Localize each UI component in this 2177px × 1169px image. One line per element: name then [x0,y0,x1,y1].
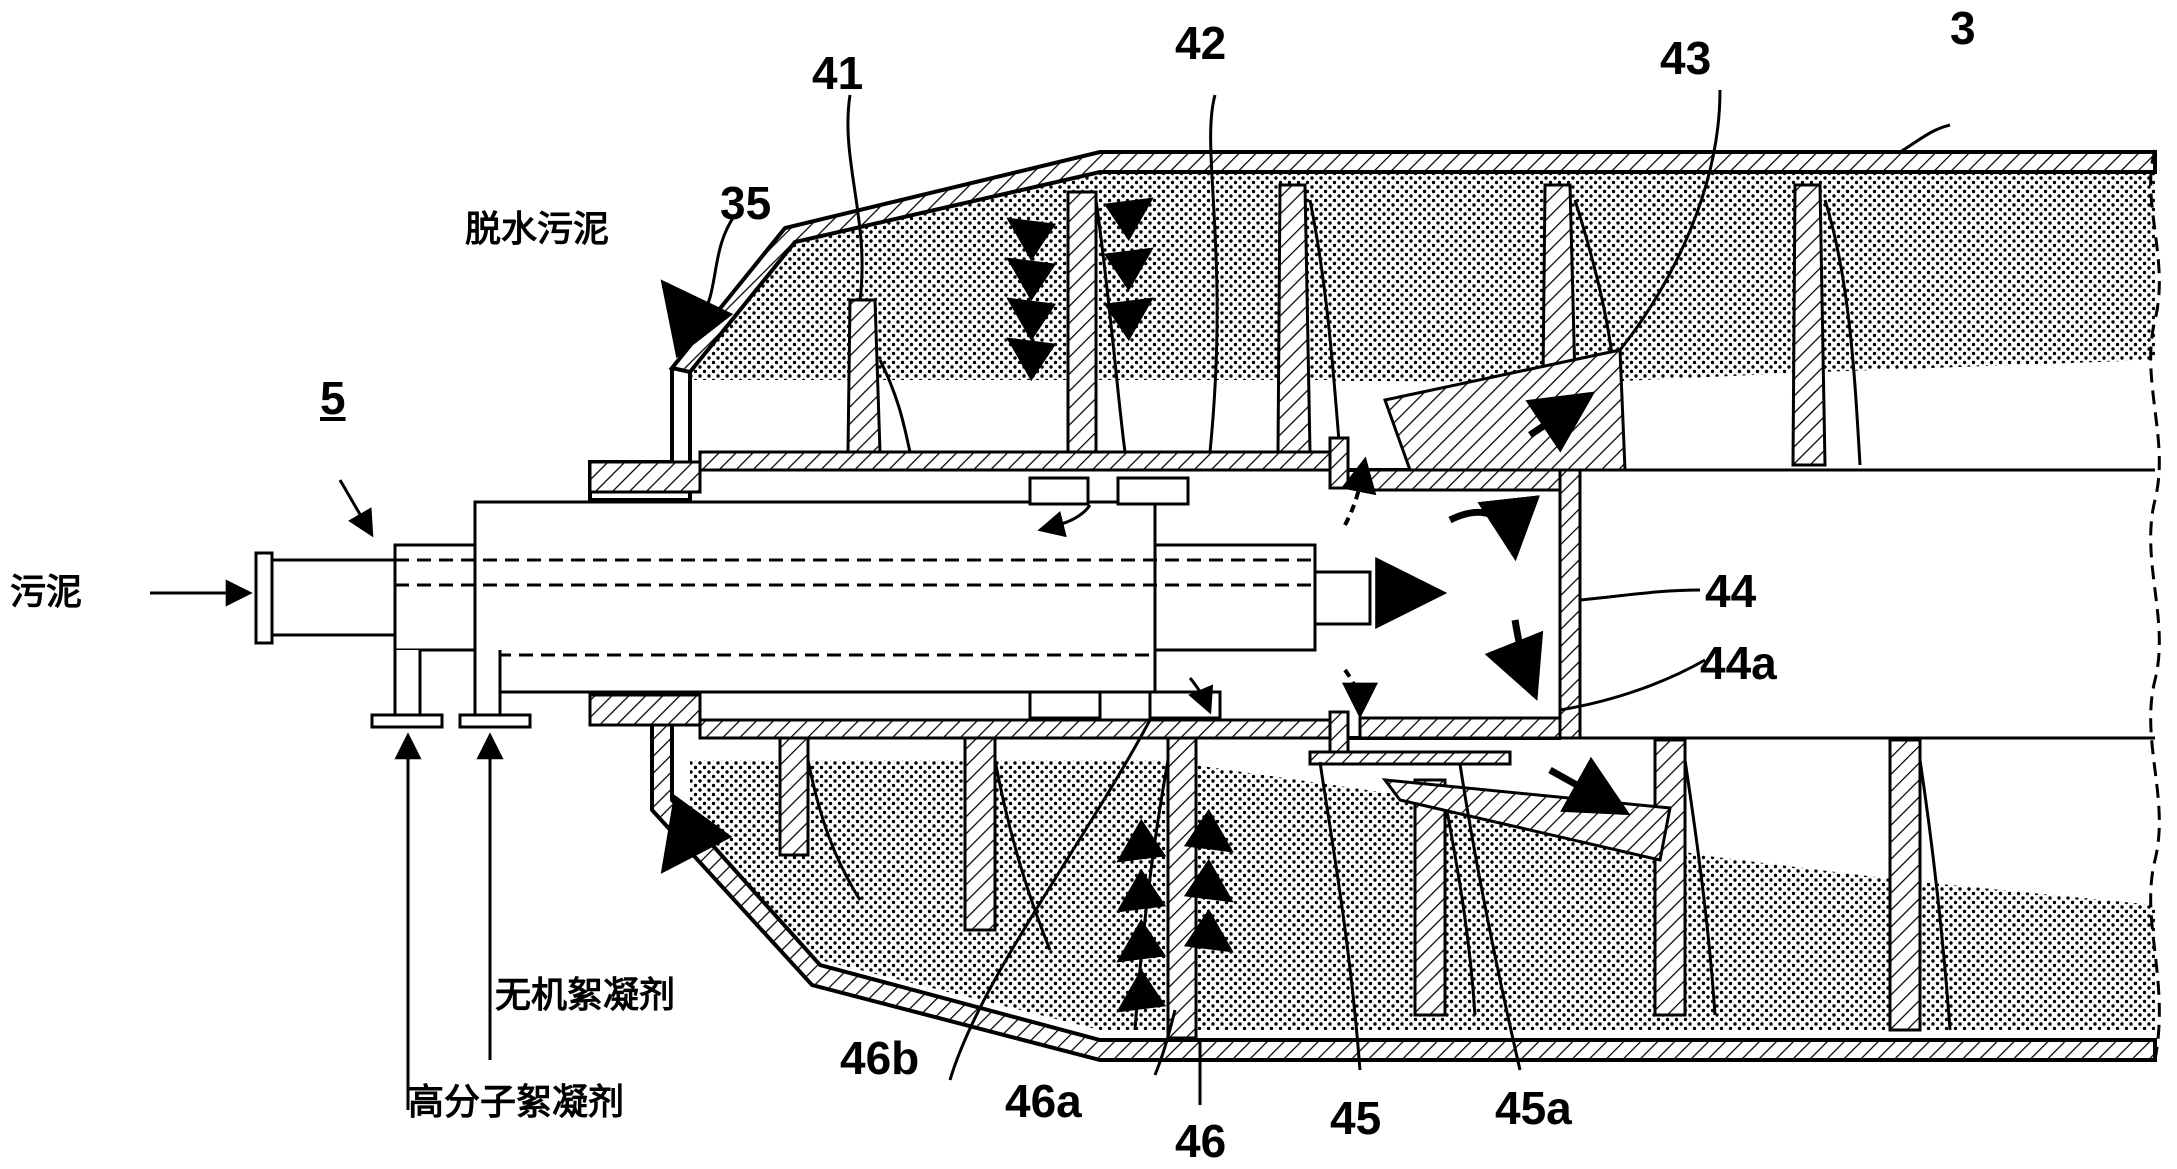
leader-lines [698,89,1951,1106]
label-dewatered-sludge: 脱水污泥 [465,209,610,250]
feed-pipe [254,500,1372,729]
dam-plate-46 [1066,190,1198,1040]
label-polymer-flocculant: 高分子絮凝剂 [408,1082,625,1123]
label-ref-46a: 46a [1005,1075,1082,1127]
label-ref-45a: 45a [1495,1082,1572,1134]
label-ref-45: 45 [1330,1092,1382,1144]
label-sludge-in: 污泥 [10,572,83,613]
break-line [2149,149,2161,1061]
label-ref-42: 42 [1175,17,1227,69]
label-ref-41: 41 [812,47,864,99]
flight-curves [806,199,1952,1031]
label-ref-3: 3 [1950,2,1976,54]
label-ref-5: 5 [320,372,346,424]
flow-arrows [150,197,1631,1110]
label-ref-46: 46 [1175,1115,1227,1167]
label-ref-44: 44 [1705,565,1757,617]
label-ref-46b: 46b [840,1032,920,1084]
label-ref-43: 43 [1660,32,1712,84]
label-ref-44a: 44a [1700,637,1777,689]
label-inorganic-flocculant: 无机絮凝剂 [495,975,676,1016]
label-ref-35: 35 [720,177,772,229]
screw-flights [778,183,1922,1032]
